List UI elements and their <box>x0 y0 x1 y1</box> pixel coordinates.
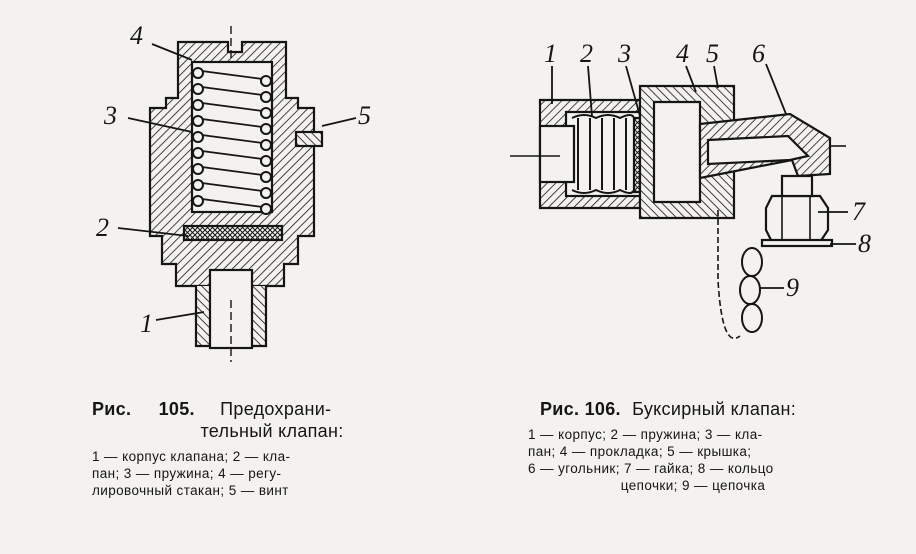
safety-valve-section <box>148 26 324 362</box>
callout-leaders-106 <box>551 63 856 289</box>
callout-1: 1 <box>544 39 557 68</box>
figure-prefix: Рис. <box>92 399 132 419</box>
figure-title-line-1: Предохрани- <box>220 399 332 419</box>
callouts-105: 4 3 5 2 1 <box>96 21 371 338</box>
callouts-106: 1 2 3 4 5 6 7 8 9 <box>544 39 871 302</box>
callout-4: 4 <box>676 39 689 68</box>
figure-title: Буксирный клапан: <box>632 399 797 419</box>
figure-number: 105. <box>158 399 195 419</box>
legend-line: 1 — корпус; 2 — пружина; 3 — кла- <box>528 427 763 442</box>
callout-2: 2 <box>580 39 593 68</box>
legend-line: лировочный стакан; 5 — винт <box>92 483 289 498</box>
figure-106-legend: 1 — корпус; 2 — пружина; 3 — кла- пан; 4… <box>528 426 898 494</box>
towing-valve-section <box>510 84 846 340</box>
figure-prefix: Рис. <box>540 399 580 419</box>
legend-line: 6 — угольник; 7 — гайка; 8 — кольцо <box>528 461 774 476</box>
figure-105-caption: Рис. 105. Предохрани- тельный клапан: 1 … <box>92 398 412 499</box>
callout-2: 2 <box>96 213 109 242</box>
callout-3: 3 <box>617 39 631 68</box>
callout-3: 3 <box>103 101 117 130</box>
figure-105-title: Рис. 105. Предохрани- тельный клапан: <box>92 398 412 442</box>
figure-106-title: Рис. 106. Буксирный клапан: <box>528 398 898 420</box>
figure-105-legend: 1 — корпус клапана; 2 — кла- пан; 3 — пр… <box>92 448 412 499</box>
legend-line: пан; 3 — пружина; 4 — регу- <box>92 466 282 481</box>
callout-leaders-105 <box>117 43 357 321</box>
callout-9: 9 <box>786 273 799 302</box>
callout-8: 8 <box>858 229 871 258</box>
legend-line: 1 — корпус клапана; 2 — кла- <box>92 449 291 464</box>
legend-line: пан; 4 — прокладка; 5 — крышка; <box>528 444 752 459</box>
callout-5: 5 <box>706 39 719 68</box>
figure-106-caption: Рис. 106. Буксирный клапан: 1 — корпус; … <box>528 398 898 494</box>
callout-6: 6 <box>752 39 765 68</box>
callout-7: 7 <box>852 197 866 226</box>
figure-number: 106. <box>584 399 621 419</box>
callout-1: 1 <box>140 309 153 338</box>
callout-5: 5 <box>358 101 371 130</box>
figure-title-line-2: тельный клапан: <box>200 421 344 441</box>
callout-4: 4 <box>130 21 143 50</box>
legend-line: цепочки; 9 — цепочка <box>620 478 766 493</box>
